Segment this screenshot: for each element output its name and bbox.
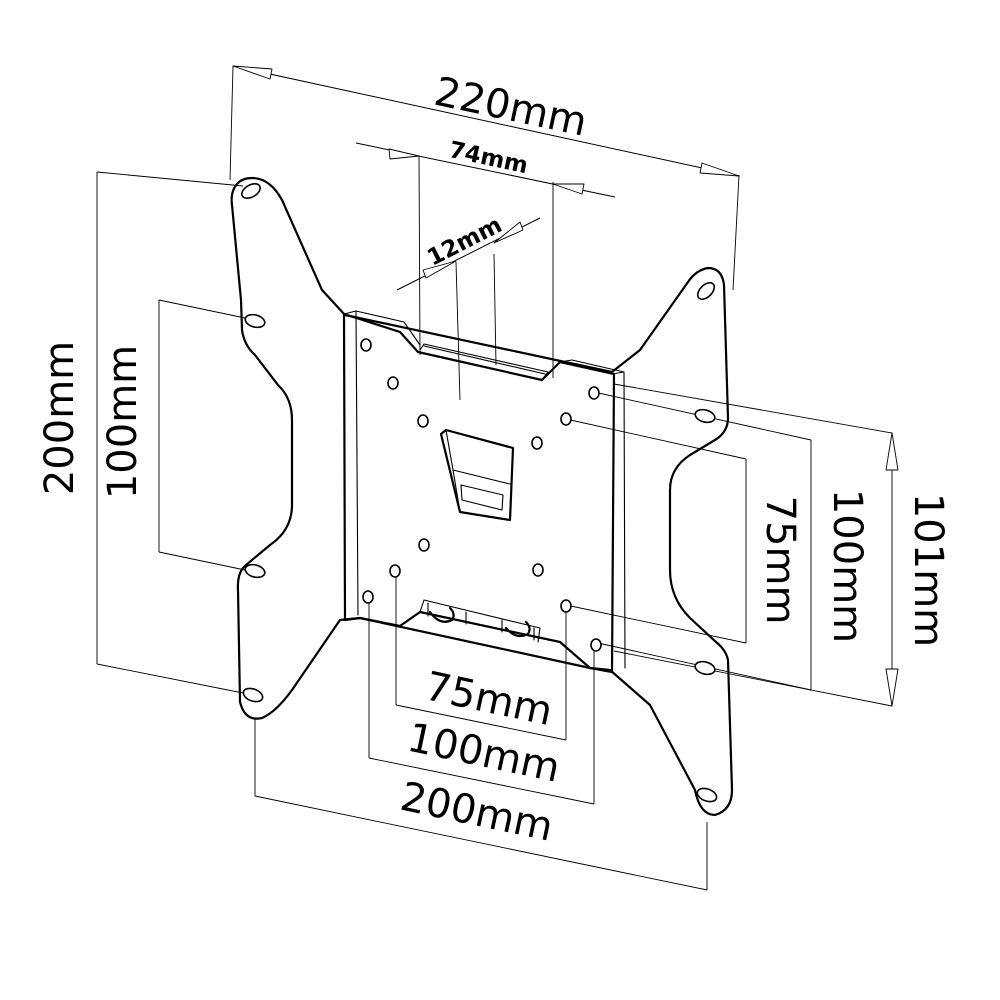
arrow-220-left <box>232 65 273 80</box>
slot-hole-r3 <box>694 660 716 676</box>
slot-hole-r2 <box>694 408 716 424</box>
mount-plate <box>230 176 734 817</box>
slot-hole-tr <box>696 281 716 301</box>
extension-lines <box>96 65 893 891</box>
vesa-hole <box>560 412 572 426</box>
vesa-hole <box>532 563 544 577</box>
slot-hole-l3 <box>244 563 266 579</box>
dim-label-200mm-left: 200mm <box>37 341 83 495</box>
dim-label-75mm-right: 75mm <box>757 496 803 625</box>
vesa-hole <box>387 376 399 390</box>
arrow-74-right <box>552 183 585 195</box>
vesa-hole <box>531 436 543 450</box>
dim-label-100mm-left: 100mm <box>100 345 146 499</box>
arrow-220-right <box>699 162 740 177</box>
arrow-101-bottom <box>885 668 899 707</box>
vesa-hole <box>418 538 430 552</box>
arrow-12-left <box>422 260 457 279</box>
arrow-101-top <box>885 432 899 471</box>
mount-holes <box>241 182 718 803</box>
front-plate-outline <box>342 312 616 674</box>
slot-hole-br <box>696 787 718 803</box>
slot-hole-l2 <box>244 313 266 329</box>
wall-plate-outline <box>230 176 734 817</box>
bottom-clamp <box>419 599 541 643</box>
dim-label-101mm-right: 101mm <box>905 493 951 647</box>
slot-hole-tl <box>241 182 261 200</box>
center-tab <box>439 428 515 522</box>
top-slot <box>419 343 549 381</box>
vesa-hole <box>360 338 372 352</box>
vesa-hole <box>389 564 401 578</box>
vesa-hole <box>590 638 602 652</box>
vesa-hole <box>417 414 429 428</box>
dimension-arrows <box>232 65 899 707</box>
dim-label-220mm: 220mm <box>430 69 590 146</box>
arrow-74-left <box>388 148 420 160</box>
vesa-hole <box>560 599 572 613</box>
arrow-12-right <box>493 221 524 244</box>
dimension-labels: 220mm 74mm 12mm 200mm 100mm 75mm 100mm 1… <box>37 69 951 851</box>
vesa-hole <box>362 590 374 604</box>
slot-hole-bl <box>242 687 264 703</box>
dim-label-74mm: 74mm <box>447 137 531 179</box>
dim-label-100mm-right: 100mm <box>824 489 870 643</box>
vesa-hole <box>588 386 600 400</box>
